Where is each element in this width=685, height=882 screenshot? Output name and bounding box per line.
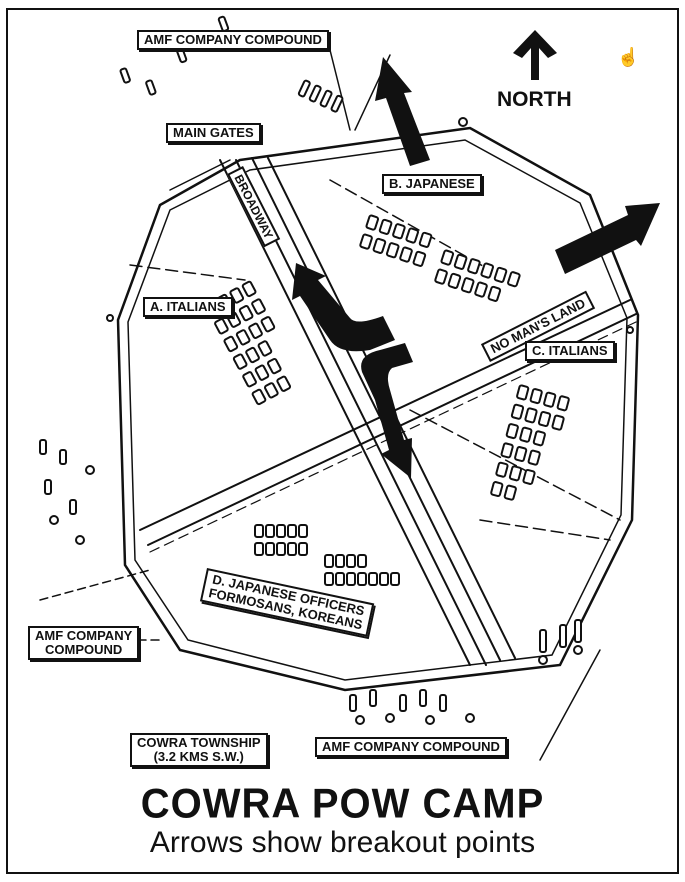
label-main-gates: MAIN GATES xyxy=(166,123,261,143)
label-cowra-line2: (3.2 KMS S.W.) xyxy=(153,749,244,764)
breakout-arrow-north-icon xyxy=(375,57,430,166)
north-label: NORTH xyxy=(497,88,572,111)
hand-pointer-cursor-icon: ☝ xyxy=(617,47,640,67)
map-title: COWRA POW CAMP xyxy=(140,780,545,828)
label-compound-c-italians: C. ITALIANS xyxy=(525,341,615,361)
map-frame xyxy=(6,8,679,874)
breakout-arrow-east-icon xyxy=(555,203,660,274)
label-amf-west-line2: COMPOUND xyxy=(44,642,123,657)
label-amf-compound-north: AMF COMPANY COMPOUND xyxy=(137,30,329,50)
map-subtitle: Arrows show breakout points xyxy=(149,826,536,859)
label-compound-b-japanese: B. JAPANESE xyxy=(382,174,482,194)
perimeter-fence xyxy=(116,126,640,692)
breakout-arrows xyxy=(292,57,660,478)
label-amf-compound-west: AMF COMPANY COMPOUND xyxy=(28,626,140,660)
label-amf-west-line1: AMF COMPANY xyxy=(35,628,133,643)
label-amf-compound-south: AMF COMPANY COMPOUND xyxy=(315,737,507,757)
breakout-arrow-west-icon xyxy=(292,263,395,352)
label-cowra-township: COWRA TOWNSHIP (3.2 KMS S.W.) xyxy=(130,733,268,767)
label-compound-a-italians: A. ITALIANS xyxy=(143,297,233,317)
breakout-arrow-south-icon xyxy=(361,343,413,478)
north-arrow-icon xyxy=(513,30,557,80)
label-cowra-line1: COWRA TOWNSHIP xyxy=(137,735,261,750)
